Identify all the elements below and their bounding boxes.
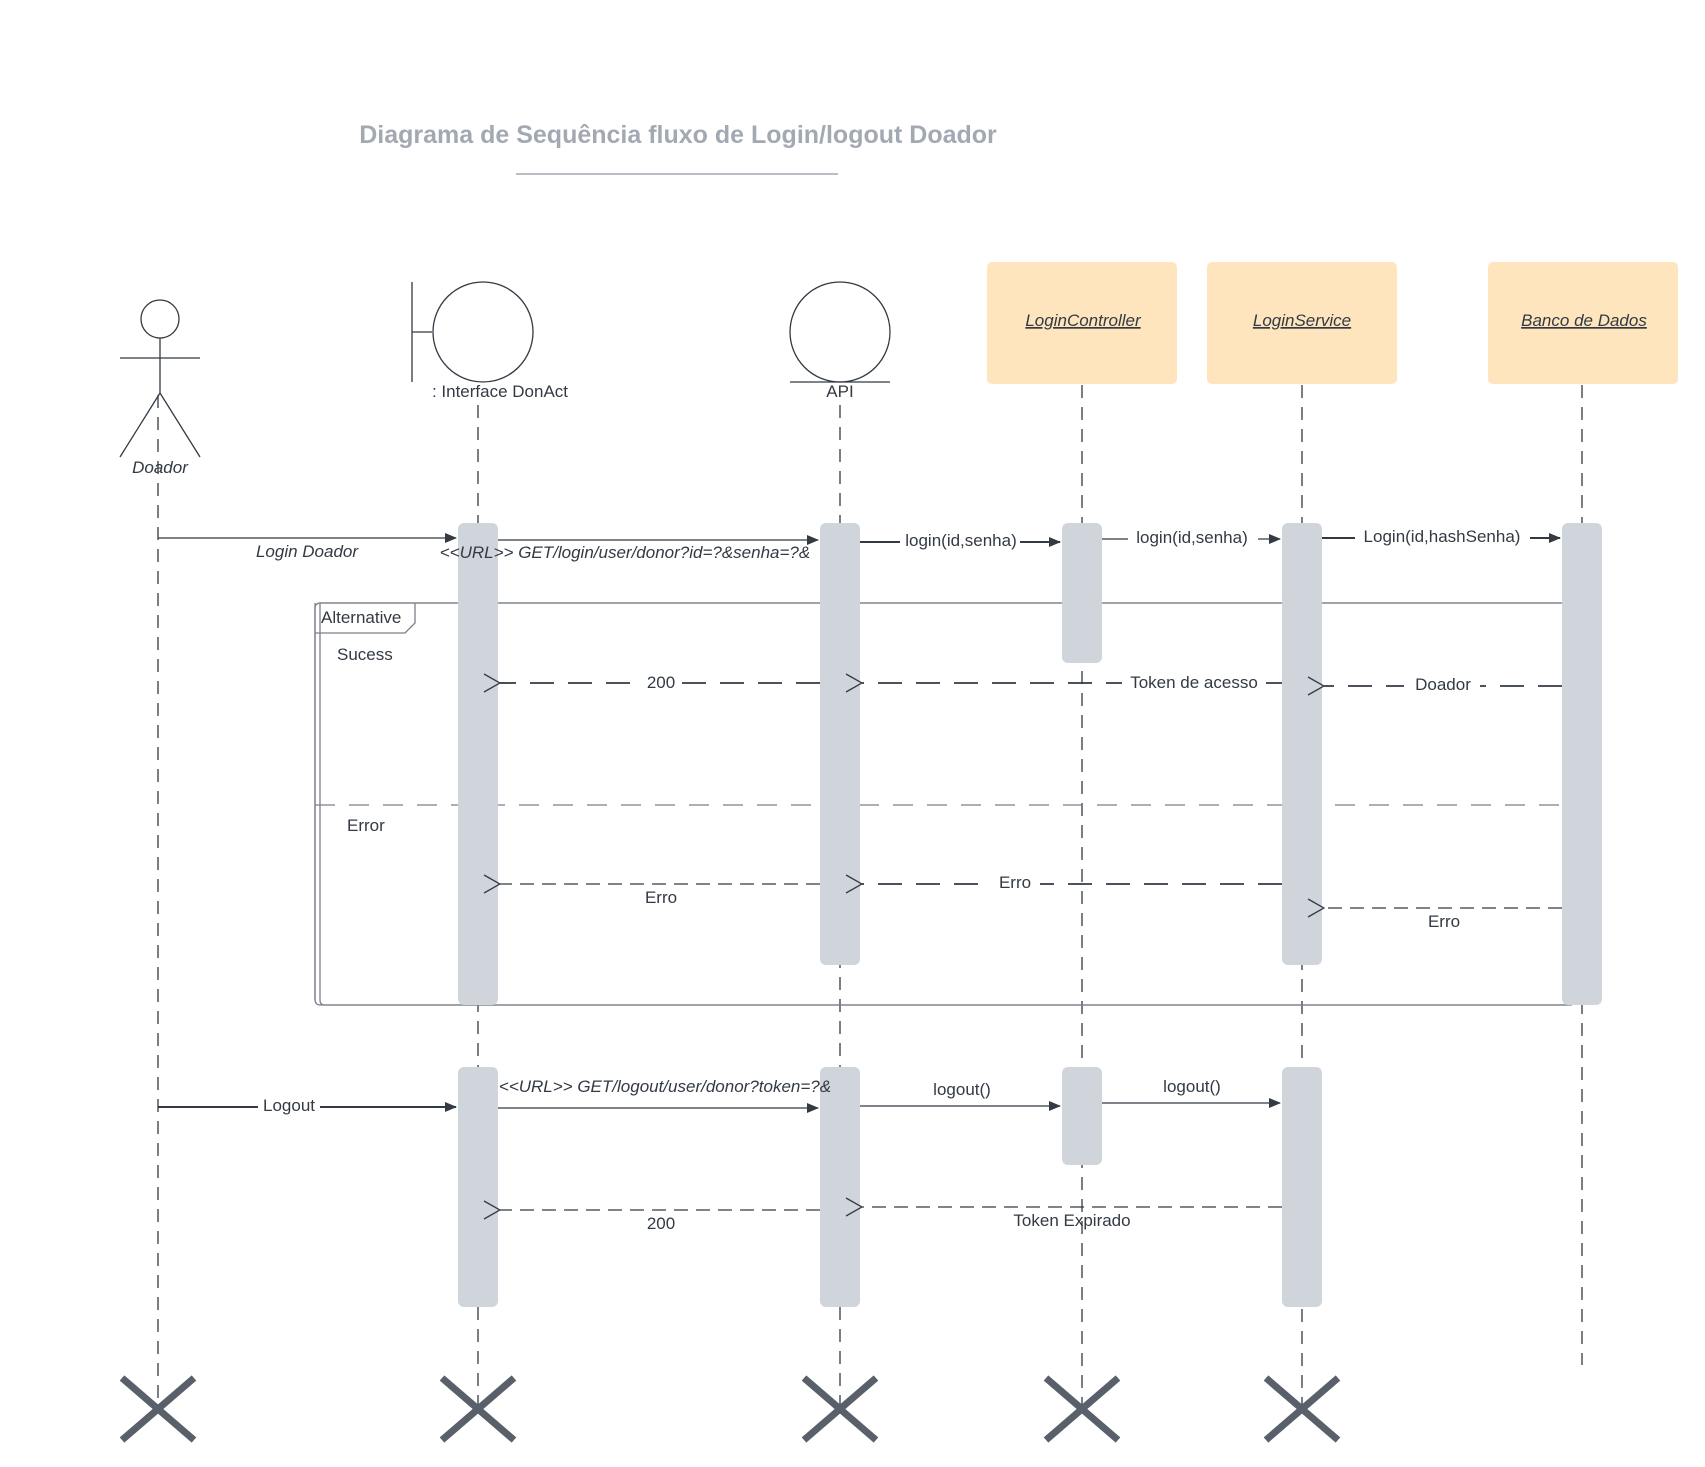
actor-head: [140, 299, 180, 339]
activations: [458, 523, 1602, 1307]
destroy-service-icon: [1263, 1375, 1341, 1443]
msg-logout-url: <<URL>> GET/logout/user/donor?token=?&: [499, 1077, 831, 1096]
participant-login-controller-box: [987, 262, 1177, 384]
participant-api-label: API: [826, 382, 853, 401]
participant-login-controller-label: LoginController: [1025, 311, 1142, 330]
activation-controller-logout: [1062, 1067, 1102, 1165]
msg-login-ctrl-svc: login(id,senha): [1136, 528, 1248, 547]
destroy-controller-icon: [1043, 1375, 1121, 1443]
msg-logout-ctrl-svc: logout(): [1163, 1077, 1221, 1096]
participant-banco-label: Banco de Dados: [1521, 311, 1647, 330]
guard-error: Error: [347, 816, 385, 835]
msg-login-svc-db: Login(id,hashSenha): [1364, 527, 1521, 546]
destroy-markers: [119, 1375, 1341, 1443]
participant-login-service-label: LoginService: [1253, 311, 1351, 330]
participant-banco-box: [1488, 262, 1678, 384]
alt-fragment-label: Alternative: [321, 608, 401, 627]
alt-fragment-frame: [314, 602, 1572, 1006]
activation-interface-login: [458, 523, 498, 1005]
activation-api-logout: [820, 1067, 860, 1307]
ret-erro-ui: Erro: [645, 888, 677, 907]
activation-api-login: [820, 523, 860, 965]
ret-token-expirado: Token Expirado: [1013, 1211, 1130, 1230]
diagram-title: Diagrama de Sequência fluxo de Login/log…: [359, 121, 997, 149]
destroy-interface-icon: [439, 1375, 517, 1443]
destroy-doador-icon: [119, 1375, 197, 1443]
alt-fragment-tab: [315, 603, 416, 634]
activation-interface-logout: [458, 1067, 498, 1307]
logout-messages: [158, 1098, 1282, 1210]
error-returns: [500, 884, 1562, 908]
ret-token-acesso: Token de acesso: [1130, 673, 1258, 692]
alt-fragment: Alternative Sucess Error: [314, 602, 1573, 1006]
ret-logout-200: 200: [647, 1214, 675, 1233]
msg-logout-api-ctrl: logout(): [933, 1080, 991, 1099]
guard-success: Sucess: [337, 645, 393, 664]
boundary-icon: [411, 281, 534, 383]
msg-login-api-ctrl: login(id,senha): [905, 531, 1017, 550]
activation-controller-login: [1062, 523, 1102, 663]
entity-icon: [789, 281, 891, 383]
msg-login-doador: Login Doador: [256, 542, 359, 561]
ret-erro-db: Erro: [1428, 912, 1460, 931]
ret-doador: Doador: [1415, 675, 1471, 694]
participant-login-service-box: [1207, 262, 1397, 384]
participant-interface-label: : Interface DonAct: [432, 382, 568, 401]
actor-doador: [119, 299, 201, 458]
activation-service-logout: [1282, 1067, 1322, 1307]
activation-banco-login: [1562, 523, 1602, 1005]
ret-200: 200: [647, 673, 675, 692]
destroy-api-icon: [801, 1375, 879, 1443]
ret-erro-api: Erro: [999, 873, 1031, 892]
participant-doador-label: Doador: [132, 458, 189, 477]
msg-logout: Logout: [263, 1096, 315, 1115]
activation-service-login: [1282, 523, 1322, 965]
msg-login-url: <<URL>> GET/login/user/donor?id=?&senha=…: [440, 543, 810, 562]
